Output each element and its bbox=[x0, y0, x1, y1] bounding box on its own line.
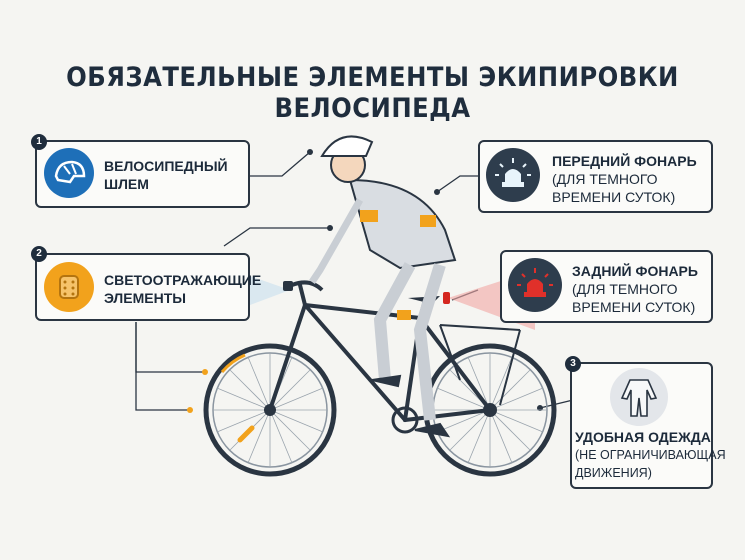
rear-light-icon bbox=[508, 258, 562, 312]
front-light-label: ПЕРЕДНИЙ ФОНАРЬ (ДЛЯ ТЕМНОГО ВРЕМЕНИ СУТ… bbox=[552, 153, 697, 205]
helmet-label: ВЕЛОСИПЕДНЫЙ ШЛЕМ bbox=[104, 158, 228, 192]
reflectors-label: СВЕТООТРАЖАЮЩИЕ ЭЛЕМЕНТЫ bbox=[104, 272, 262, 306]
number-badge-2: 2 bbox=[31, 246, 47, 262]
clothing-label: УДОБНАЯ ОДЕЖДА (НЕ ОГРАНИЧИВАЮЩАЯ ДВИЖЕН… bbox=[575, 429, 726, 480]
helmet-icon bbox=[44, 148, 94, 198]
clothing-icon bbox=[610, 368, 668, 426]
front-light-icon bbox=[486, 148, 540, 202]
rear-rack bbox=[439, 324, 521, 406]
number-badge-3: 3 bbox=[565, 356, 581, 372]
reflector-icon bbox=[44, 262, 94, 312]
rear-light-label: ЗАДНИЙ ФОНАРЬ (ДЛЯ ТЕМНОГО ВРЕМЕНИ СУТОК… bbox=[572, 263, 698, 315]
front-wheel bbox=[203, 343, 337, 477]
number-badge-1: 1 bbox=[31, 134, 47, 150]
rider bbox=[309, 135, 457, 438]
front-lamp bbox=[283, 281, 293, 291]
page-title: ОБЯЗАТЕЛЬНЫЕ ЭЛЕМЕНТЫ ЭКИПИРОВКИ ВЕЛОСИП… bbox=[66, 62, 679, 124]
rear-lamp bbox=[443, 292, 450, 304]
